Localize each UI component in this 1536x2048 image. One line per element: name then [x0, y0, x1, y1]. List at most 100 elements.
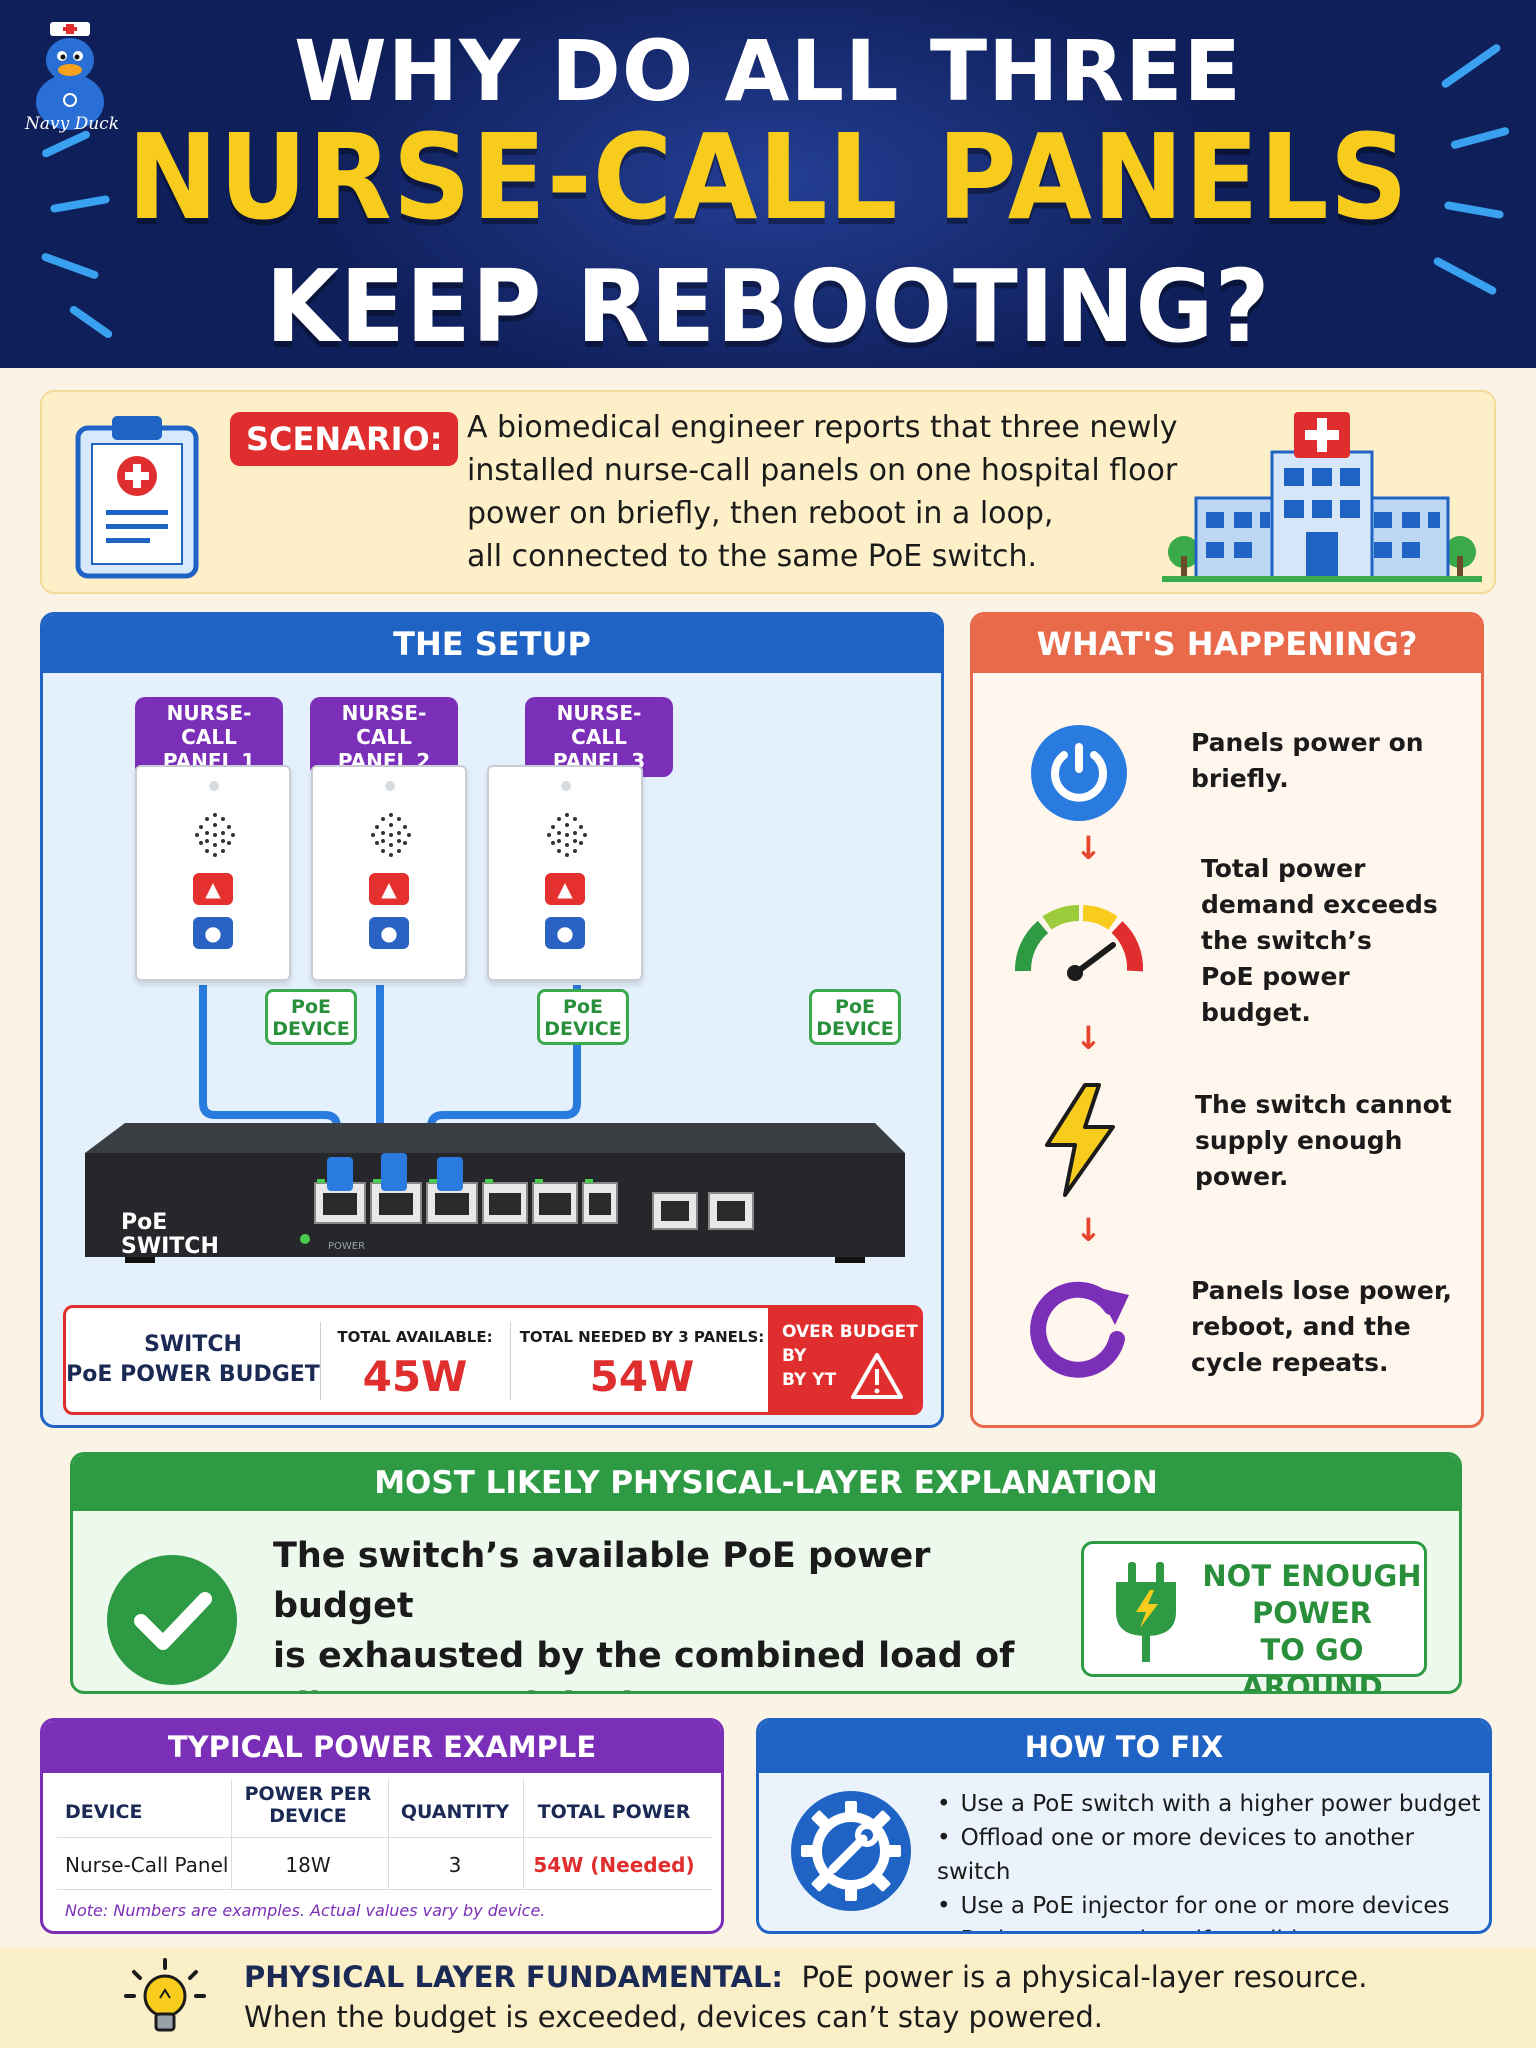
step-2-text: Total power demand exceeds the switch’s … [1201, 851, 1438, 1031]
needed-label: TOTAL NEEDED BY 3 PANELS: [519, 1328, 765, 1346]
panel-label-line: NURSE-CALL [166, 701, 252, 749]
nurse-call-panel-3: ▲ ● [487, 765, 643, 981]
call-button-blue[interactable]: ● [369, 917, 409, 949]
down-arrow-icon: ↓ [1075, 1211, 1102, 1249]
step-line: The switch cannot [1195, 1090, 1452, 1119]
scenario-line: A biomedical engineer reports that three… [467, 410, 1178, 445]
header-glow [300, 0, 1240, 368]
plug-icon [1116, 1562, 1176, 1662]
divider [320, 1322, 321, 1400]
step-line: reboot, and the [1191, 1312, 1411, 1341]
call-button-red[interactable]: ▲ [545, 873, 585, 905]
power-example-title: TYPICAL POWER EXAMPLE [43, 1721, 721, 1773]
explanation-line: is exhausted by the combined load of [273, 1636, 1015, 1676]
step-3-text: The switch cannot supply enough power. [1195, 1087, 1452, 1195]
table-note: Note: Numbers are examples. Actual value… [65, 1901, 546, 1920]
badge-line: NOT ENOUGH [1202, 1559, 1422, 1593]
call-button-red[interactable]: ▲ [369, 873, 409, 905]
switch-label: PoE SWITCH [121, 1211, 219, 1259]
fundamental-banner: PHYSICAL LAYER FUNDAMENTAL: PoE power is… [0, 1948, 1536, 2048]
fundamental-text-1: PoE power is a physical-layer resource. [801, 1960, 1368, 1994]
gauge-icon [1015, 904, 1144, 981]
panel-label-line: NURSE-CALL [341, 701, 427, 749]
step-line: Panels power on [1191, 728, 1424, 757]
poe-tag-line: PoE [291, 996, 331, 1018]
title-line-2: NURSE-CALL PANELS [127, 108, 1409, 246]
nurse-call-panel-2: ▲ ● [311, 765, 467, 981]
power-example-table: TYPICAL POWER EXAMPLE DEVICE POWER PER D… [40, 1718, 724, 1934]
available-value: 45W [362, 1352, 468, 1401]
header-line: DEVICE [269, 1805, 347, 1827]
down-arrow-icon: ↓ [1075, 1019, 1102, 1057]
whats-happening-panel: WHAT'S HAPPENING? Panels power on briefl… [970, 612, 1484, 1428]
panel-led [385, 781, 395, 791]
scenario-box: SCENARIO: A biomedical engineer reports … [40, 390, 1496, 594]
budget-label: SWITCH PoE POWER BUDGET [66, 1308, 320, 1412]
poe-tag-line: DEVICE [544, 1018, 622, 1040]
power-led-label: POWER [328, 1241, 366, 1252]
col-header-total-power: TOTAL POWER [537, 1801, 691, 1823]
how-to-fix-title: HOW TO FIX [759, 1721, 1489, 1773]
call-button-red[interactable]: ▲ [193, 873, 233, 905]
poe-budget-bar: SWITCH PoE POWER BUDGET TOTAL AVAILABLE:… [63, 1305, 923, 1415]
step-line: power. [1195, 1162, 1289, 1191]
budget-needed: TOTAL NEEDED BY 3 PANELS: 54W [510, 1308, 774, 1412]
budget-available: TOTAL AVAILABLE: 45W [320, 1308, 510, 1412]
refresh-icon [1030, 1281, 1129, 1378]
call-button-blue[interactable]: ● [545, 917, 585, 949]
explanation-line: all connected devices. [273, 1681, 1053, 1691]
step-line: budget. [1201, 998, 1311, 1027]
hospital-icon [1162, 412, 1482, 582]
step-line: supply enough [1195, 1126, 1403, 1155]
scenario-line: all connected to the same PoE switch. [467, 539, 1038, 574]
over-budget-badge: OVER BUDGET BY BY YT [768, 1308, 920, 1412]
speaker-grille-icon [195, 813, 235, 857]
clipboard-icon [75, 416, 199, 579]
fix-item: Reduce power draw if possible [937, 1923, 1489, 1931]
checkmark-icon [107, 1555, 237, 1685]
poe-tag-line: DEVICE [272, 1018, 350, 1040]
header-line: POWER PER [244, 1783, 372, 1805]
scenario-badge: SCENARIO: [230, 412, 459, 466]
step-line: briefly. [1191, 764, 1289, 793]
switch-label-line: PoE [121, 1210, 168, 1235]
explanation-line: The switch’s available PoE power budget [273, 1536, 931, 1626]
panel-led [561, 781, 571, 791]
step-line: Total power [1201, 854, 1366, 883]
over-budget-line: OVER BUDGET [782, 1322, 918, 1342]
poe-tag-line: DEVICE [816, 1018, 894, 1040]
fundamental-label: PHYSICAL LAYER FUNDAMENTAL: [244, 1960, 784, 1994]
explanation-text: The switch’s available PoE power budget … [273, 1531, 1053, 1691]
available-label: TOTAL AVAILABLE: [337, 1328, 493, 1346]
divider [510, 1322, 511, 1400]
step-4-text: Panels lose power, reboot, and the cycle… [1191, 1273, 1452, 1381]
cell-quantity: 3 [448, 1853, 462, 1877]
fix-item: Use a PoE switch with a higher power bud… [937, 1787, 1489, 1821]
step-line: demand exceeds [1201, 890, 1438, 919]
call-button-blue[interactable]: ● [193, 917, 233, 949]
over-budget-line: BY YT [782, 1370, 837, 1390]
lightning-icon [1045, 1083, 1115, 1197]
step-line: PoE power [1201, 962, 1350, 991]
title-line-3: KEEP REBOOTING? [265, 248, 1271, 365]
step-line: Panels lose power, [1191, 1276, 1452, 1305]
setup-title: THE SETUP [43, 615, 941, 673]
step-line: cycle repeats. [1191, 1348, 1389, 1377]
scenario-text: A biomedical engineer reports that three… [467, 406, 1187, 578]
poe-device-tag: PoE DEVICE [537, 989, 629, 1045]
fix-item: Offload one or more devices to another s… [937, 1821, 1489, 1889]
col-header-power-per-device: POWER PER DEVICE [233, 1783, 383, 1827]
panel-2-label: NURSE-CALL PANEL 2 [310, 697, 458, 777]
divider [57, 1889, 713, 1890]
col-header-device: DEVICE [65, 1801, 143, 1823]
col-header-quantity: QUANTITY [400, 1801, 510, 1823]
budget-label-line: PoE POWER BUDGET [66, 1362, 320, 1387]
poe-switch-device [85, 1123, 905, 1263]
explanation-title: MOST LIKELY PHYSICAL-LAYER EXPLANATION [73, 1455, 1459, 1511]
cell-power-per-device: 18W [285, 1853, 331, 1877]
badge-line: POWER [1251, 1596, 1373, 1630]
needed-value: 54W [589, 1352, 695, 1401]
not-enough-power-text: NOT ENOUGH POWER TO GO AROUND [1202, 1558, 1422, 1691]
whats-happening-title: WHAT'S HAPPENING? [973, 615, 1481, 673]
poe-tag-line: PoE [835, 996, 875, 1018]
